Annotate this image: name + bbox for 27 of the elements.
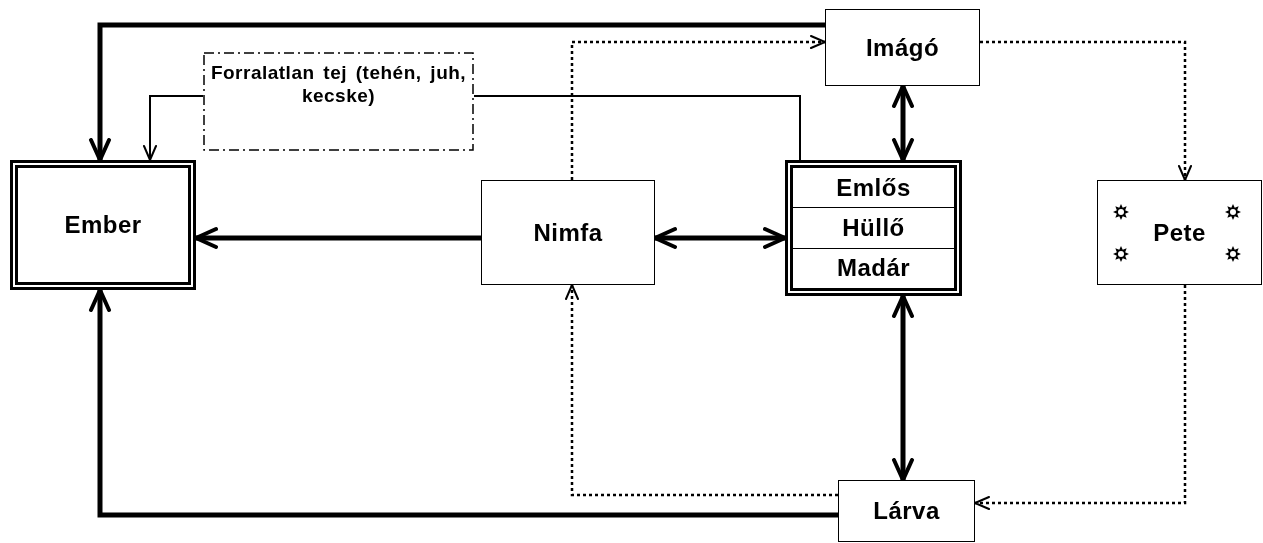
arrow (565, 284, 838, 497)
arrow (974, 285, 1187, 510)
node-label: Nimfa (533, 218, 603, 247)
process-box (838, 480, 975, 542)
node-label: Imágó (865, 33, 940, 62)
arrow (892, 84, 914, 162)
arrow (653, 227, 787, 249)
arrow (892, 294, 914, 482)
arrow (570, 35, 826, 180)
node-label: Lárva (873, 497, 940, 525)
connector-line (473, 95, 801, 161)
arrow (980, 40, 1192, 181)
process-box (825, 9, 980, 86)
node-label: Madár (836, 254, 911, 283)
node-label: Ember (64, 211, 142, 239)
node-label: Emlős (836, 173, 911, 202)
arrow (143, 95, 204, 161)
arrow (89, 288, 838, 518)
process-box (10, 160, 196, 290)
node-label: Forralatlan tej (tehén, juh, kecske) (209, 62, 468, 108)
node-label: Hüllő (842, 214, 905, 242)
process-box (481, 180, 655, 285)
note-box (203, 52, 474, 151)
process-box (1097, 180, 1262, 285)
group-box (785, 160, 962, 296)
node-label: Pete (1153, 218, 1206, 247)
arrow (89, 22, 825, 162)
